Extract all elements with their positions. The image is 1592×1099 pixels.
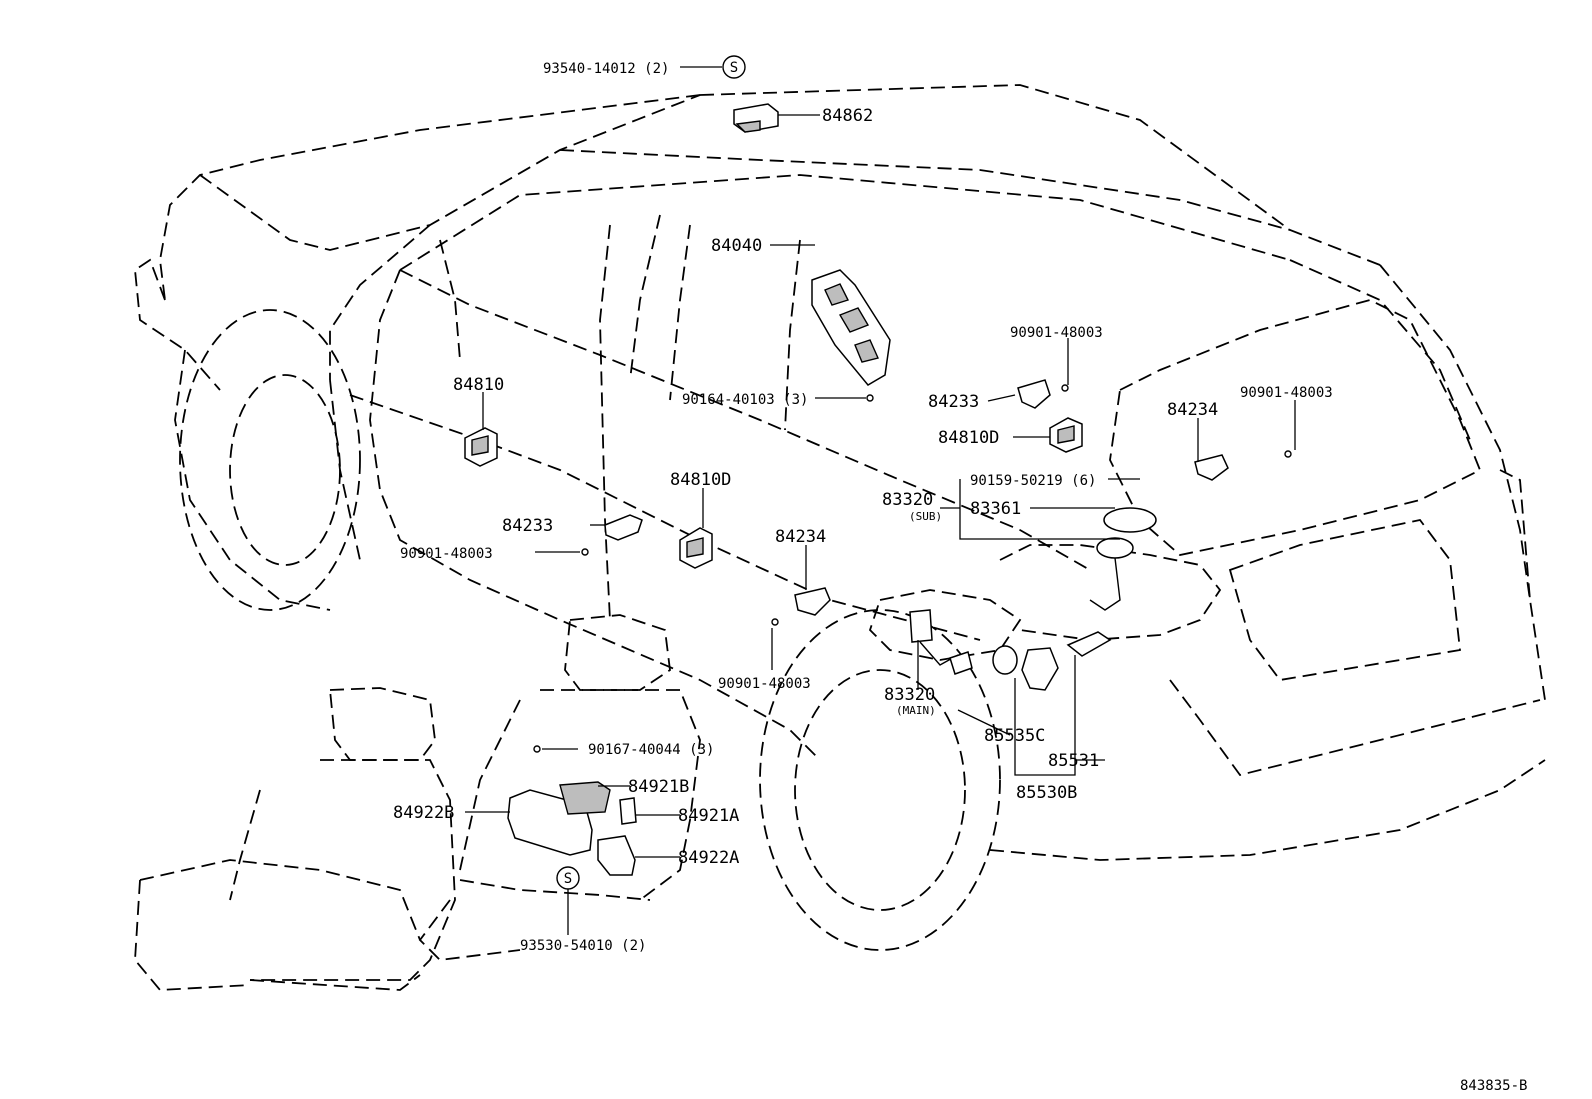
part-84862-switch [733,103,779,133]
label-83361: 83361 [970,499,1021,519]
label-84810d-right: 84810D [938,428,999,448]
part-84234-center-switch [771,587,831,626]
label-84233-left: 84233 [502,516,553,536]
label-84234-right: 84234 [1167,400,1218,420]
part-84922a-switch [597,835,636,876]
label-90164-40103: 90164-40103 (3) [682,392,808,408]
reference-code: 843835-B [1460,1078,1527,1094]
label-84810: 84810 [453,375,504,395]
label-93530-54010: 93530-54010 (2) [520,938,646,954]
label-90901-48003-d: 90901-48003 [718,676,811,692]
label-84921b: 84921B [628,777,689,797]
label-84040: 84040 [711,236,762,256]
part-84233-left-switch [581,514,643,556]
label-84234-center: 84234 [775,527,826,547]
label-90901-48003-c: 90901-48003 [400,546,493,562]
part-84234-right-switch [1194,450,1292,481]
part-85531-motor [1066,631,1112,657]
vehicle-outline [134,84,1546,951]
part-84810d-right-switch [1049,417,1083,453]
part-83320-sub-gauge [1089,507,1157,611]
part-84233-right-switch [1017,379,1069,409]
label-83320-sub: 83320 [882,490,933,510]
screw-symbol-top: S [722,55,746,79]
label-85535c: 85535C [984,726,1045,746]
part-83320-main-gauge [909,609,973,675]
part-84810d-center-switch [679,527,713,569]
part-84921b-knob [559,781,611,815]
svg-text:S: S [730,60,738,76]
label-84922b: 84922B [393,803,454,823]
label-85531: 85531 [1048,751,1099,771]
screw-symbol-bottom: S [556,866,580,890]
label-sub-note: (SUB) [909,510,942,523]
label-83320-main: 83320 [884,685,935,705]
label-main-note: (MAIN) [896,704,936,717]
label-84810d-center: 84810D [670,470,731,490]
part-84040-master-switch [811,269,891,402]
label-90901-48003-b: 90901-48003 [1240,385,1333,401]
part-labels: 93540-14012 (2) 84862 84040 90164-40103 … [393,61,1527,1094]
label-84233-right: 84233 [928,392,979,412]
label-90159-50219: 90159-50219 (6) [970,473,1096,489]
leader-lines [465,66,1296,935]
label-90167-40044: 90167-40044 (3) [588,742,714,758]
label-84862: 84862 [822,106,873,126]
label-85530b: 85530B [1016,783,1077,803]
part-85535c-cap [992,645,1059,691]
label-84922a: 84922A [678,848,739,868]
part-84810-switch [464,427,498,467]
svg-text:S: S [564,871,572,887]
front-seats-outline [134,614,701,991]
label-84921a: 84921A [678,806,739,826]
label-90901-48003-a: 90901-48003 [1010,325,1103,341]
label-93540-14012: 93540-14012 (2) [543,61,669,77]
screw-90167 [533,745,541,753]
part-84921a-knob [619,797,637,825]
